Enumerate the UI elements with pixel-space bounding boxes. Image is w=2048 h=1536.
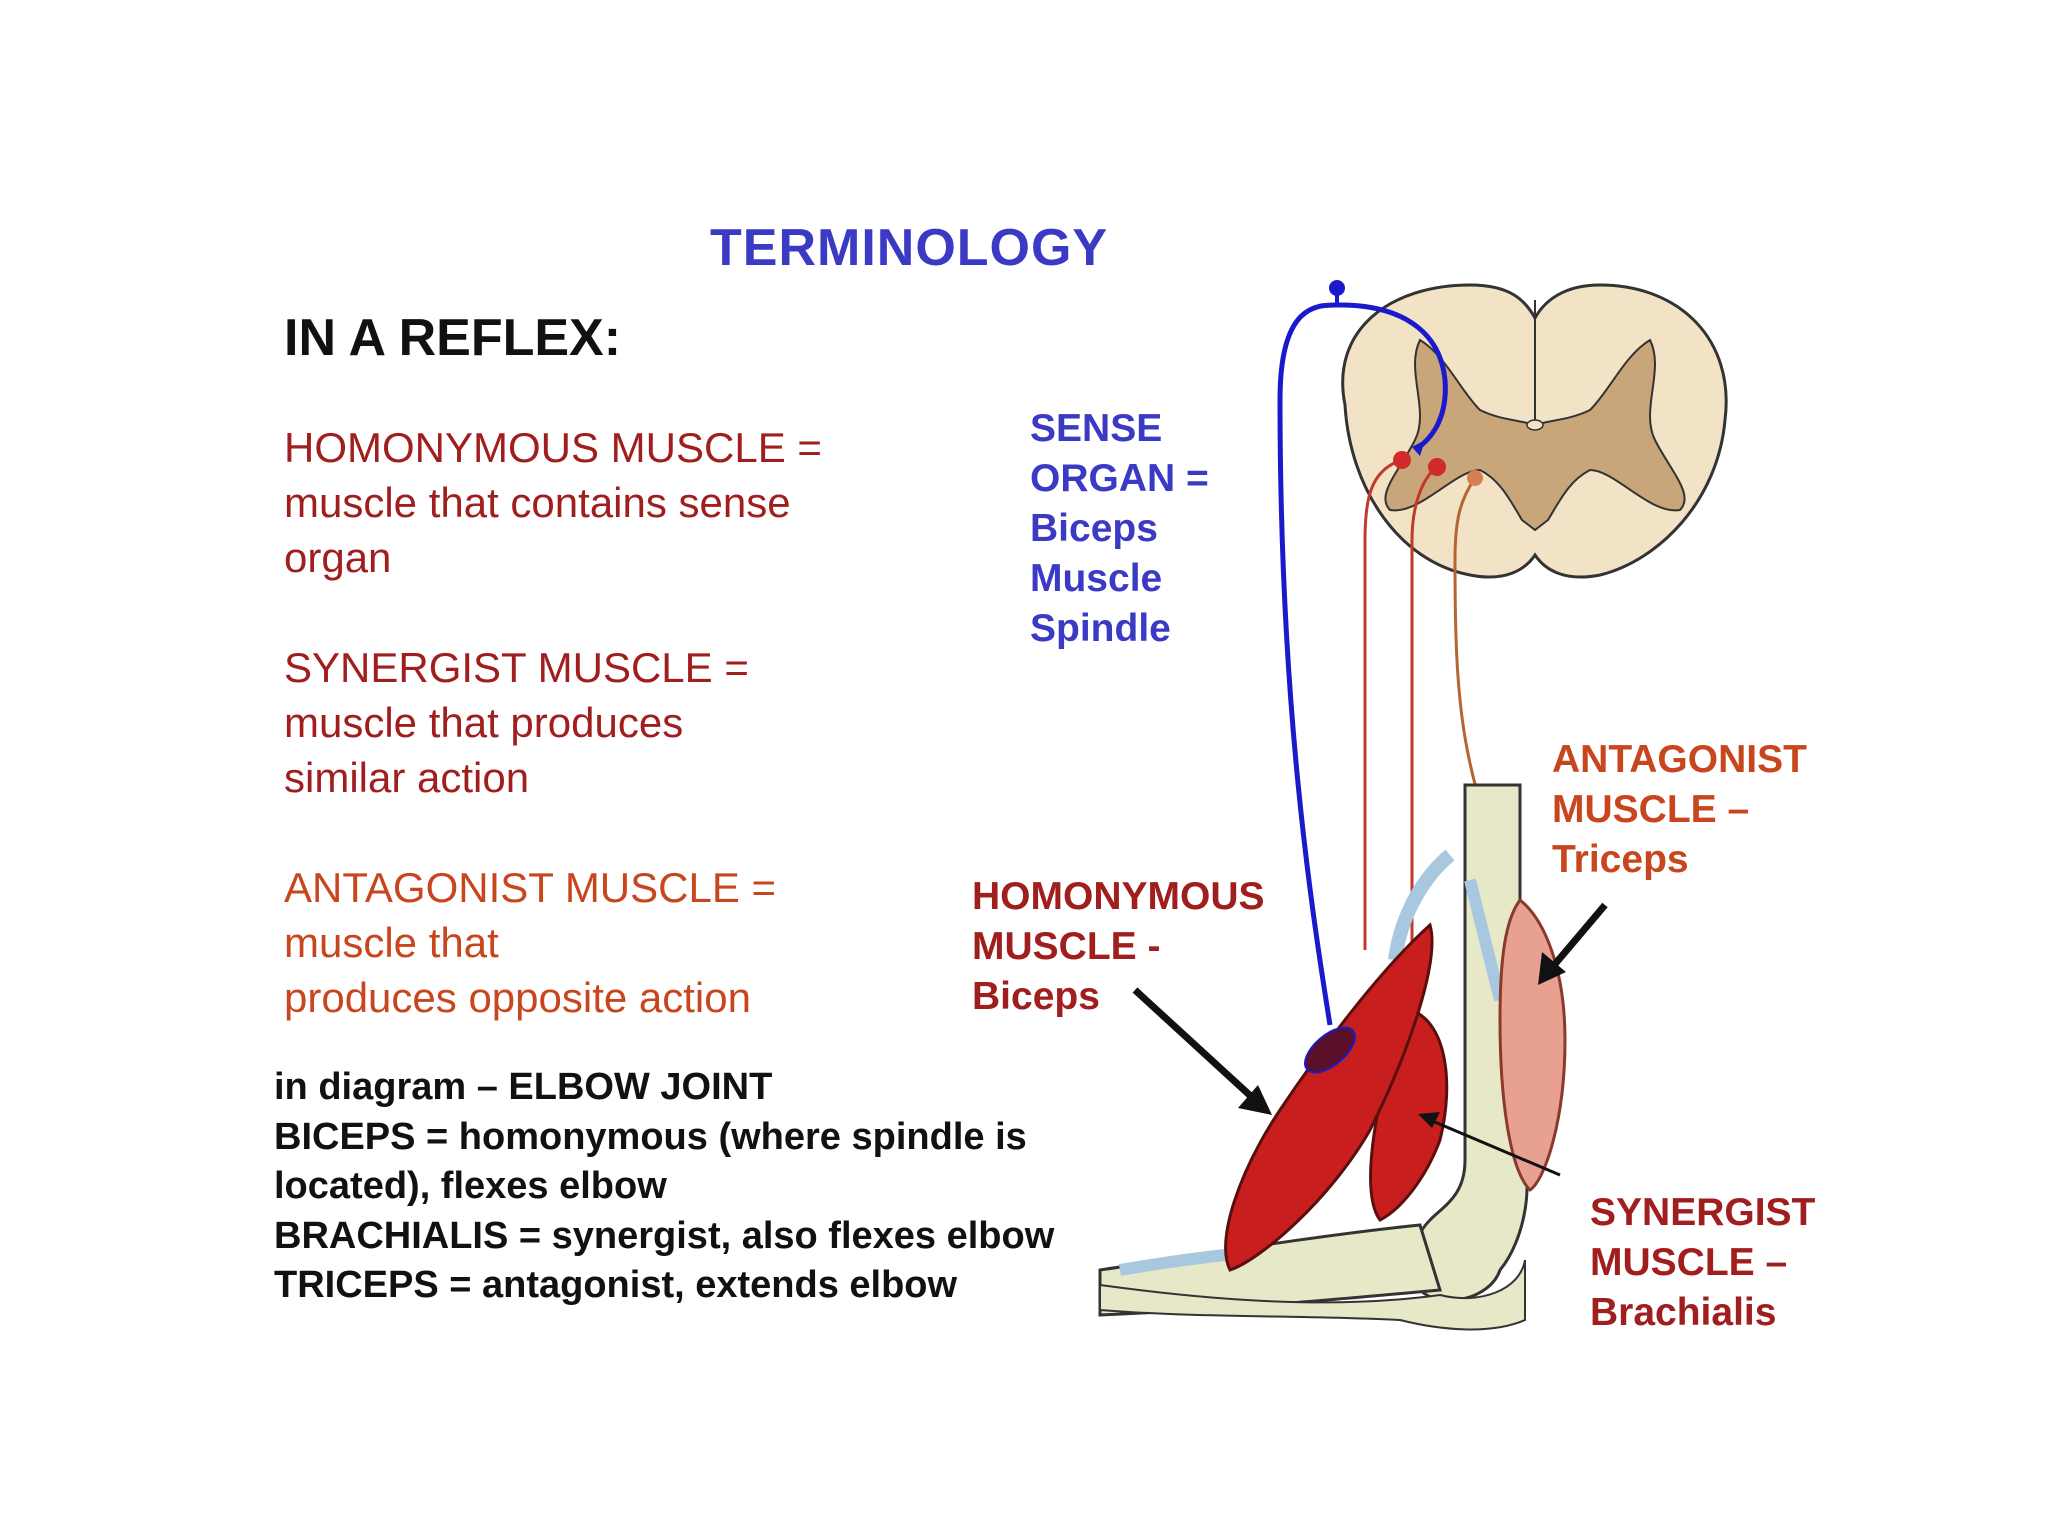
label-sense-organ: SENSE ORGAN = Biceps Muscle Spindle [1030, 404, 1209, 654]
triceps-muscle [1498, 897, 1567, 1192]
definition-term: ANTAGONIST MUSCLE = [284, 864, 777, 911]
definition-desc-line: muscle that contains sense [284, 479, 791, 526]
motor-neuron-body [1393, 451, 1411, 469]
definition-homonymous: HOMONYMOUS MUSCLE = muscle that contains… [284, 420, 822, 585]
label-line: MUSCLE - [972, 925, 1161, 968]
label-line: ANTAGONIST [1552, 738, 1807, 781]
definition-synergist: SYNERGIST MUSCLE = muscle that produces … [284, 640, 749, 805]
label-line: Muscle [1030, 557, 1163, 600]
label-line: MUSCLE – [1552, 788, 1750, 831]
label-line: SENSE [1030, 407, 1163, 450]
note-line: TRICEPS = antagonist, extends elbow [274, 1264, 958, 1306]
spinal-cord-section [1341, 283, 1728, 579]
definition-desc-line: muscle that [284, 919, 499, 966]
motor-neuron-body [1467, 470, 1483, 486]
section-subtitle: IN A REFLEX: [284, 309, 622, 367]
arm-bones [1098, 783, 1529, 1331]
definition-desc-line: similar action [284, 754, 530, 801]
label-line: MUSCLE – [1590, 1241, 1788, 1284]
arrow-homonymous [1238, 1085, 1272, 1115]
label-homonymous: HOMONYMOUS MUSCLE - Biceps [972, 872, 1265, 1022]
note-line: located), flexes elbow [274, 1165, 667, 1207]
label-line: ORGAN = [1030, 457, 1209, 500]
note-line: BRACHIALIS = synergist, also flexes elbo… [274, 1214, 1055, 1257]
label-arrows [1132, 902, 1608, 1177]
label-line: Spindle [1030, 607, 1171, 650]
definition-desc-line: produces opposite action [284, 974, 751, 1021]
label-line: Biceps [1030, 507, 1158, 550]
label-line: Biceps [972, 975, 1100, 1018]
label-line: HOMONYMOUS [972, 875, 1265, 918]
definition-antagonist: ANTAGONIST MUSCLE = muscle that produces… [284, 860, 776, 1025]
sensory-neuron [1277, 280, 1448, 1026]
definition-desc-line: organ [284, 534, 392, 581]
arrow-synergist [1418, 1112, 1440, 1128]
label-antagonist: ANTAGONIST MUSCLE – Triceps [1552, 735, 1807, 885]
label-line: Triceps [1552, 838, 1689, 881]
label-line: SYNERGIST [1590, 1191, 1816, 1234]
label-synergist: SYNERGIST MUSCLE – Brachialis [1590, 1188, 1815, 1338]
diagram-notes: in diagram – ELBOW JOINT BICEPS = homony… [274, 1063, 1054, 1311]
definition-term: HOMONYMOUS MUSCLE = [284, 424, 822, 471]
muscle-spindle [1304, 1026, 1356, 1074]
definition-desc-line: muscle that produces [284, 699, 684, 746]
note-line: BICEPS = homonymous (where spindle is [274, 1115, 1027, 1158]
definition-term: SYNERGIST MUSCLE = [284, 644, 749, 691]
motor-neuron-body [1428, 458, 1446, 476]
page-title: TERMINOLOGY [710, 219, 1109, 277]
note-line: in diagram – ELBOW JOINT [274, 1066, 773, 1108]
arrow-antagonist [1538, 952, 1566, 985]
label-line: Brachialis [1590, 1291, 1777, 1334]
